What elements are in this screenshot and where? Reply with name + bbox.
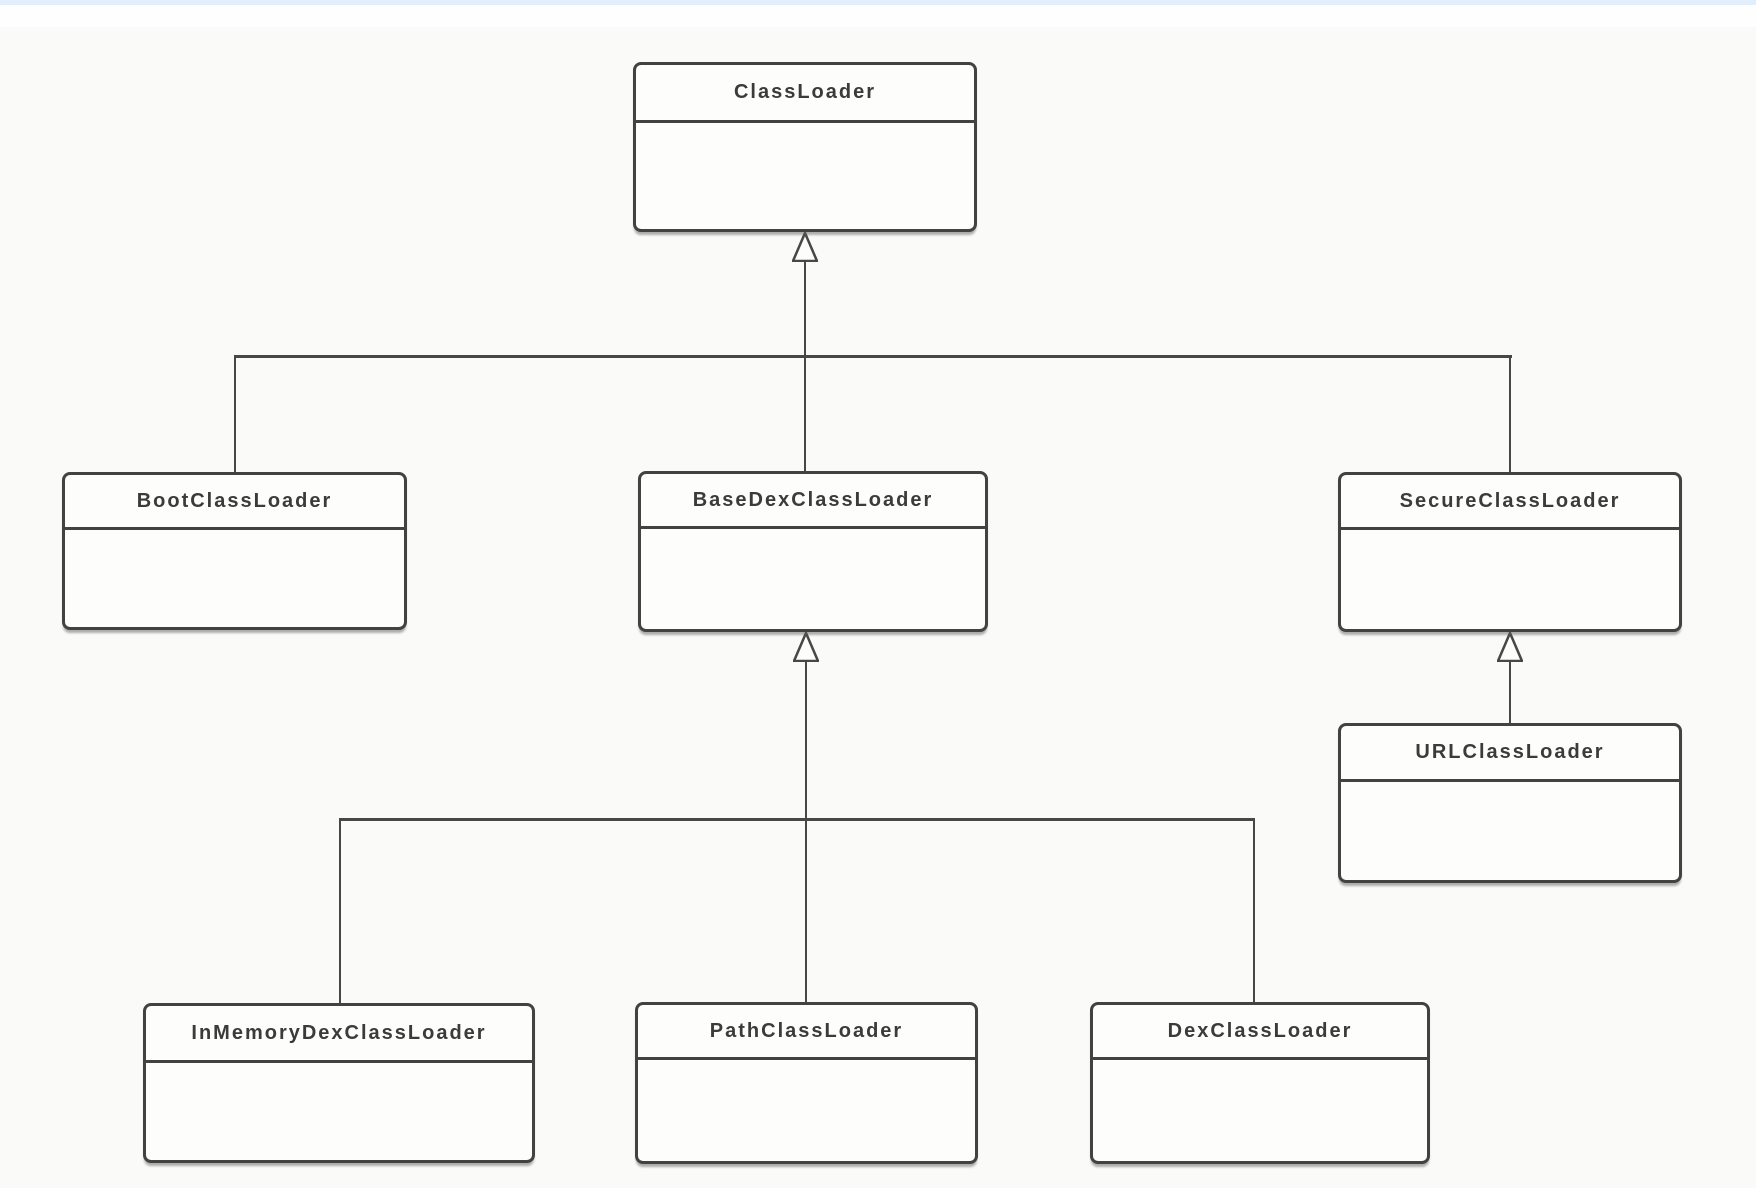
class-attributes-compartment — [146, 1063, 532, 1160]
class-box-bootclassloader: BootClassLoader — [62, 472, 407, 630]
generalization-arrow-icon — [793, 632, 819, 662]
class-title: SecureClassLoader — [1341, 475, 1679, 530]
class-box-urlclassloader: URLClassLoader — [1338, 723, 1682, 883]
class-box-classloader: ClassLoader — [633, 62, 977, 232]
connector-to-secureclassloader — [1509, 355, 1511, 472]
class-box-secureclassloader: SecureClassLoader — [1338, 472, 1682, 632]
generalization-arrow-icon — [792, 232, 818, 262]
class-attributes-compartment — [65, 530, 404, 627]
connector-basedexclassloader-to-pathclassloader — [805, 661, 807, 1002]
class-box-dexclassloader: DexClassLoader — [1090, 1002, 1430, 1164]
class-attributes-compartment — [638, 1060, 975, 1161]
connector-to-inmemorydexclassloader — [339, 818, 341, 1003]
class-title: BaseDexClassLoader — [641, 474, 985, 529]
connector-row2-horizontal — [234, 355, 1512, 358]
class-title: InMemoryDexClassLoader — [146, 1006, 532, 1063]
connector-row3-horizontal — [339, 818, 1255, 821]
class-title: PathClassLoader — [638, 1005, 975, 1060]
class-title: URLClassLoader — [1341, 726, 1679, 782]
class-title: ClassLoader — [636, 65, 974, 123]
class-attributes-compartment — [1093, 1060, 1427, 1161]
class-attributes-compartment — [1341, 782, 1679, 880]
connector-to-bootclassloader — [234, 355, 236, 472]
connector-classloader-to-basedexclassloader — [804, 262, 806, 472]
class-attributes-compartment — [636, 123, 974, 229]
class-title: BootClassLoader — [65, 475, 404, 530]
top-blue-strip — [0, 0, 1756, 5]
class-title: DexClassLoader — [1093, 1005, 1427, 1060]
class-attributes-compartment — [641, 529, 985, 629]
connector-to-dexclassloader — [1253, 818, 1255, 1002]
class-box-basedexclassloader: BaseDexClassLoader — [638, 471, 988, 632]
top-white-strip — [0, 5, 1756, 27]
class-box-pathclassloader: PathClassLoader — [635, 1002, 978, 1164]
generalization-arrow-icon — [1497, 632, 1523, 662]
class-attributes-compartment — [1341, 530, 1679, 629]
connector-urlclassloader-to-secureclassloader — [1509, 660, 1511, 723]
class-box-inmemorydexclassloader: InMemoryDexClassLoader — [143, 1003, 535, 1163]
